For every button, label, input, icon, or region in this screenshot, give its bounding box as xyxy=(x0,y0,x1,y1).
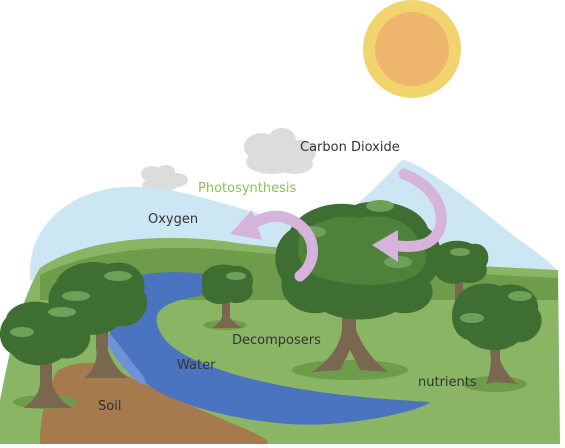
label-water: Water xyxy=(177,358,216,373)
cloud-large xyxy=(244,128,316,174)
arrow-oxygen xyxy=(230,210,318,282)
tree-right-back xyxy=(433,240,489,310)
tree-left-front xyxy=(0,301,91,408)
arrow-carbon-dioxide xyxy=(372,168,447,262)
sun xyxy=(363,0,461,98)
river-island xyxy=(179,301,300,360)
tree-island xyxy=(201,264,254,328)
label-oxygen: Oxygen xyxy=(148,212,199,227)
river xyxy=(108,272,430,425)
label-nutrients: nutrients xyxy=(418,375,477,390)
tree-right-front xyxy=(452,283,542,384)
soil-bank xyxy=(40,362,269,444)
label-photosynthesis: Photosynthesis xyxy=(198,181,297,196)
label-decomposers: Decomposers xyxy=(232,333,321,348)
label-soil: Soil xyxy=(98,399,122,414)
river-highlight xyxy=(105,330,146,385)
label-carbon-dioxide: Carbon Dioxide xyxy=(300,140,400,155)
